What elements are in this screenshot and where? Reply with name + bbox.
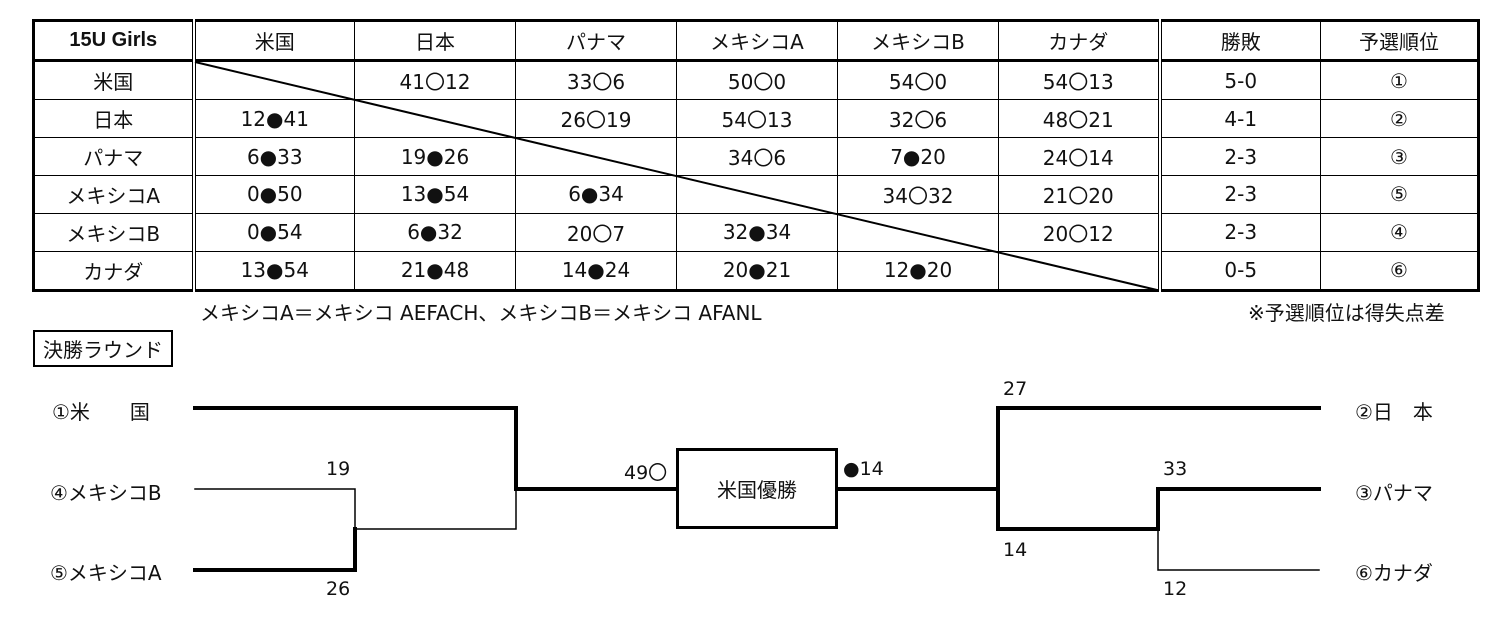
bracket-team-canada: ⑥カナダ [1355,561,1433,585]
record-cell: 2-3 [1159,137,1321,176]
rank-cell: ④ [1320,212,1479,252]
record-cell: 0-5 [1159,250,1321,292]
bracket-line-mexico-b [194,488,356,530]
bracket-line-japan [996,406,1321,491]
record-cell: 5-0 [1159,60,1321,101]
score-right-mid: 14 [1003,539,1028,561]
score-semi-left-a: 26 [326,578,351,600]
bracket-team-usa: ①米 国 [52,400,150,424]
score-right-top: 27 [1003,378,1028,400]
ranking-note: ※予選順位は得失点差 [1248,301,1445,325]
column-header: カナダ [998,19,1162,63]
column-header: 米国 [191,19,355,63]
bracket-team-mexico-a: ⑤メキシコA [50,561,162,585]
rank-header: 予選順位 [1320,19,1479,63]
bracket-line-canada [1157,528,1320,571]
bracket-line-panama [1156,487,1321,531]
column-header: メキシコA [676,19,838,63]
score-semi-left-b: 19 [326,458,351,480]
team-alias-note: メキシコA＝メキシコ AEFACH、メキシコB＝メキシコ AFANL [200,301,762,325]
rank-cell: ① [1320,60,1479,101]
score-final-right: ●14 [843,458,884,480]
bracket-team-japan: ②日 本 [1355,400,1433,424]
bracket-line-mexico-a [193,527,357,572]
bracket-line-usa [193,406,518,491]
champion-box: 米国優勝 [676,448,838,529]
bracket-line-right-semi-winner [996,487,1160,531]
column-header: 日本 [354,19,516,63]
score-semi-right-canada: 12 [1163,578,1188,600]
record-cell: 2-3 [1159,175,1321,214]
score-semi-right-panama: 33 [1163,458,1188,480]
bracket-line-left-semi-winner [354,488,517,530]
record-header: 勝敗 [1159,19,1321,63]
final-round-label: 決勝ラウンド [33,330,173,367]
champion-label: 米国優勝 [717,478,797,502]
table-title: 15U Girls [33,19,194,63]
column-header: メキシコB [837,19,999,63]
bracket-team-mexico-b: ④メキシコB [50,481,162,505]
row-team: 日本 [33,99,194,139]
header-row: 15U Girls 米国 日本 パナマ メキシコA メキシコB カナダ 勝敗 予… [33,19,1479,63]
rank-cell: ⑥ [1320,250,1479,292]
row-team: 米国 [33,60,194,101]
column-header: パナマ [515,19,677,63]
row-team: メキシコA [33,175,194,214]
bracket-team-panama: ③パナマ [1355,481,1433,505]
record-cell: 4-1 [1159,99,1321,139]
score-final-left: 49〇 [624,462,668,484]
row-team: カナダ [33,250,194,292]
